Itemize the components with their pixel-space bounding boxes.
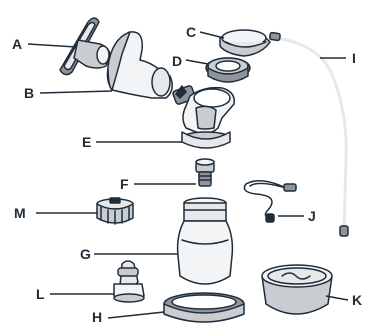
label-f: F <box>120 176 129 192</box>
label-a: A <box>12 36 22 52</box>
part-h-bottle-stand <box>164 293 244 322</box>
part-i-silicone-tube <box>269 32 348 236</box>
part-e-pump-body <box>172 85 234 148</box>
label-h: H <box>92 309 102 325</box>
part-g-milk-bottle <box>178 198 233 284</box>
label-b: B <box>24 85 34 101</box>
part-d-silicone-ring <box>206 58 250 82</box>
part-l-teat <box>114 261 144 302</box>
leader-c <box>200 32 224 38</box>
label-k: K <box>352 292 362 308</box>
label-g: G <box>80 246 91 262</box>
label-l: L <box>36 286 45 302</box>
leader-a <box>28 44 76 47</box>
leader-d <box>186 60 208 64</box>
part-b-breast-shield <box>107 32 172 98</box>
label-c: C <box>186 24 196 40</box>
part-c-diaphragm-cap <box>220 30 270 56</box>
part-m-bottle-cap <box>97 198 133 224</box>
part-f-valve-connector <box>196 159 214 186</box>
label-i: I <box>352 50 356 66</box>
label-m: M <box>14 205 26 221</box>
part-k-motor-unit <box>262 265 332 314</box>
leader-h <box>108 312 164 318</box>
leader-b <box>40 91 112 93</box>
label-e: E <box>82 134 91 150</box>
label-j: J <box>308 208 316 224</box>
label-d: D <box>172 53 182 69</box>
